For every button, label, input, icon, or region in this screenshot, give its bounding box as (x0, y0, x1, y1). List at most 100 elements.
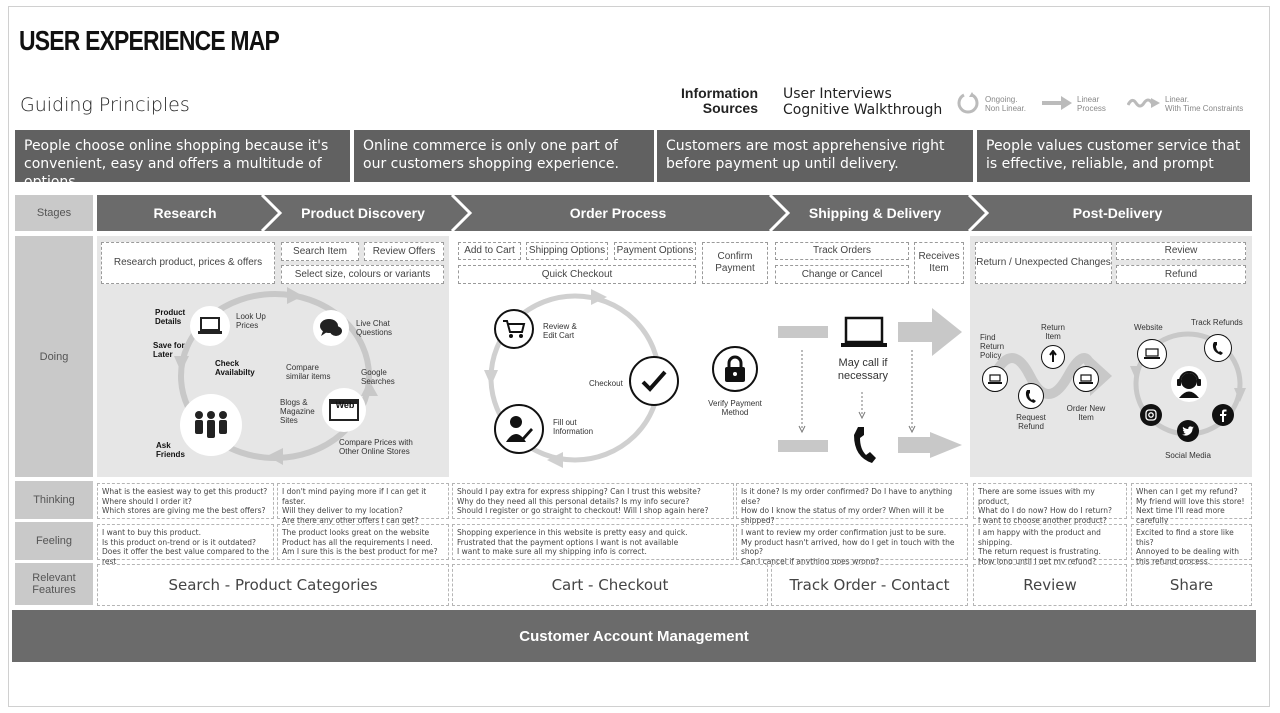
label-verify-payment: Verify Payment Method (708, 399, 762, 417)
person-edit-icon (494, 404, 544, 454)
source-user-interviews: User Interviews (783, 86, 892, 102)
thinking-research: What is the easiest way to get this prod… (97, 483, 274, 519)
label-check-availability: Check Availabilty (215, 359, 255, 377)
feeling-shipping: I want to review my order confirmation j… (736, 524, 968, 566)
shopping-cart-icon (494, 309, 534, 349)
doing-track-orders: Track Orders (775, 242, 909, 260)
stage-shipping-delivery: Shipping & Delivery (808, 205, 942, 221)
doing-return-changes: Return / Unexpected Changes (975, 242, 1112, 284)
twitter-icon (1177, 420, 1199, 442)
laptop-icon-website (1137, 339, 1167, 369)
thinking-product-discovery: I don't mind paying more if I can get it… (277, 483, 449, 525)
customer-account-management-bar: Customer Account Management (12, 610, 1256, 662)
feature-review: Review (973, 564, 1127, 606)
stage-product-discovery: Product Discovery (301, 205, 425, 221)
support-agent-icon (1171, 366, 1207, 402)
instagram-icon (1140, 404, 1162, 426)
feature-search-categories: Search - Product Categories (97, 564, 449, 606)
label-return-item: Return Item (1040, 323, 1065, 341)
phone-icon-refund (1018, 383, 1044, 409)
doing-payment-options: Payment Options (614, 242, 696, 260)
label-compare-prices: Compare Prices with Other Online Stores (339, 438, 413, 456)
information-sources-label-line2: Sources (702, 100, 758, 116)
label-fill-out-information: Fill out Information (553, 418, 594, 436)
feeling-product-discovery: The product looks great on the website P… (277, 524, 449, 560)
label-look-up-prices: Look Up Prices (236, 312, 266, 330)
doing-quick-checkout: Quick Checkout (458, 265, 696, 284)
facebook-icon (1212, 404, 1234, 426)
legend-linear-line1: Linear (1077, 95, 1100, 104)
shipping-flow-diagram (772, 304, 966, 470)
feeling-share: Excited to find a store like this? Annoy… (1131, 524, 1252, 566)
legend-ongoing: Ongoing.Non Linear. (985, 95, 1026, 113)
feeling-research: I want to buy this product. Is this prod… (97, 524, 274, 566)
legend-wavy-line1: Linear. (1165, 95, 1190, 104)
label-ask-friends: Ask Friends (156, 441, 185, 459)
label-find-return-policy: Find Return Policy (980, 333, 1005, 360)
label-blogs: Blogs & Magazine Sites (280, 398, 315, 425)
feeling-order-process: Shopping experience in this website is p… (452, 524, 734, 560)
doing-add-to-cart: Add to Cart (458, 242, 521, 260)
feature-share: Share (1131, 564, 1252, 606)
doing-refund: Refund (1116, 265, 1246, 284)
legend-ongoing-line2: Non Linear. (985, 104, 1026, 113)
label-review-edit-cart: Review & Edit Cart (543, 322, 577, 340)
row-label-features-line1: Relevant (32, 572, 76, 584)
phone-icon-track-refunds (1204, 334, 1232, 362)
legend-wavy: Linear.With Time Constraints (1165, 95, 1243, 113)
legend-ongoing-line1: Ongoing. (985, 95, 1018, 104)
label-save-for-later: Save for Later (153, 341, 185, 359)
laptop-icon (190, 306, 230, 346)
laptop-icon-order-new (1073, 366, 1099, 392)
feature-track-order-contact: Track Order - Contact (771, 564, 968, 606)
label-request-refund: Request Refund (1016, 413, 1046, 431)
web-label: Web (335, 400, 355, 410)
linear-arrow-icon (1042, 96, 1072, 110)
chat-bubbles-icon (313, 310, 349, 346)
checkmark-icon (629, 356, 679, 406)
doing-review-offers: Review Offers (364, 242, 444, 261)
doing-receives-item: Receives Item (914, 242, 964, 284)
information-sources-values: User Interviews Cognitive Walkthrough (783, 86, 942, 118)
information-sources-label: Information Sources (672, 86, 758, 116)
row-label-feeling: Feeling (15, 522, 93, 560)
laptop-icon-shipping (840, 316, 888, 348)
information-sources-label-line1: Information (681, 85, 758, 101)
group-people-icon (180, 394, 242, 456)
thinking-share: When can I get my refund? My friend will… (1131, 483, 1252, 525)
label-social-media: Social Media (1165, 451, 1211, 460)
stage-bar: Research Product Discovery Order Process… (97, 195, 1252, 231)
label-compare-similar: Compare similar items (286, 363, 331, 381)
web-browser-icon (322, 388, 366, 432)
row-label-thinking: Thinking (15, 481, 93, 519)
doing-review: Review (1116, 242, 1246, 260)
label-checkout: Checkout (589, 379, 623, 388)
label-live-chat: Live Chat Questions (356, 319, 393, 337)
legend-wavy-line2: With Time Constraints (1165, 104, 1244, 113)
label-google-searches: Google Searches (361, 368, 395, 386)
guiding-principles-heading: Guiding Principles (20, 94, 190, 116)
principle-2: Online commerce is only one part of our … (354, 130, 654, 182)
principle-1: People choose online shopping because it… (15, 130, 350, 190)
thinking-post-delivery: There are some issues with my product, W… (973, 483, 1127, 534)
principle-3: Customers are most apprehensive right be… (657, 130, 973, 182)
label-may-call: May call if necessary (837, 357, 889, 382)
thinking-shipping: Is it done? Is my order confirmed? Do I … (736, 483, 968, 534)
laptop-icon-return (982, 366, 1008, 392)
row-label-doing: Doing (15, 236, 93, 477)
doing-search-item: Search Item (281, 242, 359, 261)
source-cognitive-walkthrough: Cognitive Walkthrough (783, 102, 943, 118)
principle-4: People values customer service that is e… (977, 130, 1250, 182)
doing-shipping-options: Shipping Options (526, 242, 608, 260)
phone-handset-icon (852, 425, 878, 465)
label-order-new-item: Order New Item (1066, 404, 1106, 422)
page-title: USER EXPERIENCE MAP (19, 25, 280, 56)
doing-change-cancel: Change or Cancel (775, 265, 909, 284)
page-frame (8, 6, 1270, 707)
doing-select-variants: Select size, colours or variants (281, 265, 444, 284)
padlock-icon (712, 346, 758, 392)
wavy-arrow-icon (1126, 96, 1161, 110)
feeling-post-delivery: I am happy with the product and shipping… (973, 524, 1127, 566)
